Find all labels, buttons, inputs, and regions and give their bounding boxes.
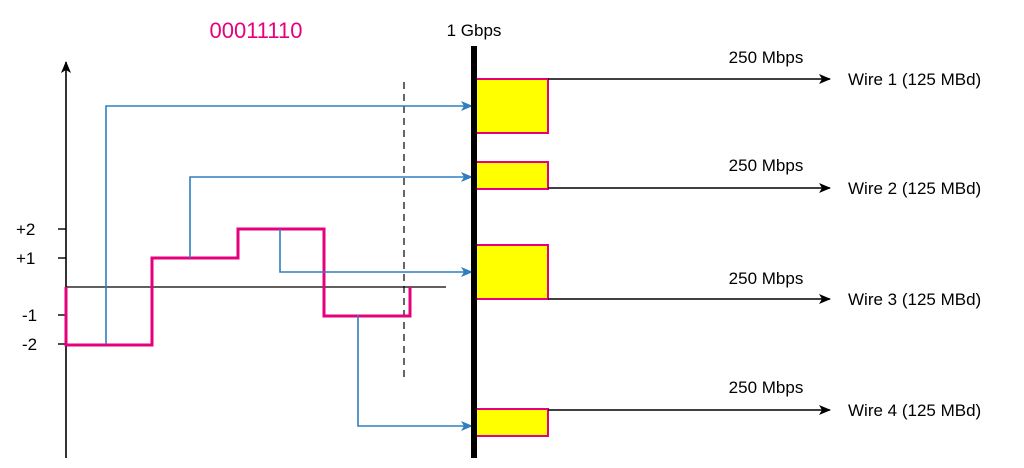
symbol-block-wire-4 bbox=[475, 408, 549, 437]
symbol-block-wire-2 bbox=[475, 161, 549, 190]
rate-label-wire-4: 250 Mbps bbox=[729, 378, 804, 397]
rate-label-wire-1: 250 Mbps bbox=[729, 48, 804, 67]
wire-label-3: Wire 3 (125 MBd) bbox=[848, 290, 981, 309]
bus-rate-label: 1 Gbps bbox=[447, 21, 502, 40]
connector-arrow-wire-1 bbox=[105, 101, 473, 344]
wire-label-2: Wire 2 (125 MBd) bbox=[848, 179, 981, 198]
level-label-plus1: +1 bbox=[16, 249, 35, 268]
rate-label-wire-3: 250 Mbps bbox=[729, 269, 804, 288]
connector-arrow-wire-2 bbox=[189, 172, 473, 258]
level-label-plus2: +2 bbox=[16, 220, 35, 239]
level-label-minus2: -2 bbox=[22, 335, 37, 354]
symbol-block-wire-3 bbox=[475, 244, 549, 300]
wire-label-1: Wire 1 (125 MBd) bbox=[848, 70, 981, 89]
rate-label-wire-2: 250 Mbps bbox=[729, 156, 804, 175]
level-label-minus1: -1 bbox=[22, 306, 37, 325]
signal-waveform bbox=[64, 227, 412, 347]
connector-arrow-wire-3 bbox=[279, 229, 473, 277]
symbol-block-wire-1 bbox=[475, 78, 549, 134]
code-word-label: 00011110 bbox=[210, 18, 303, 43]
wire-label-4: Wire 4 (125 MBd) bbox=[848, 401, 981, 420]
connector-arrow-wire-4 bbox=[357, 315, 473, 431]
